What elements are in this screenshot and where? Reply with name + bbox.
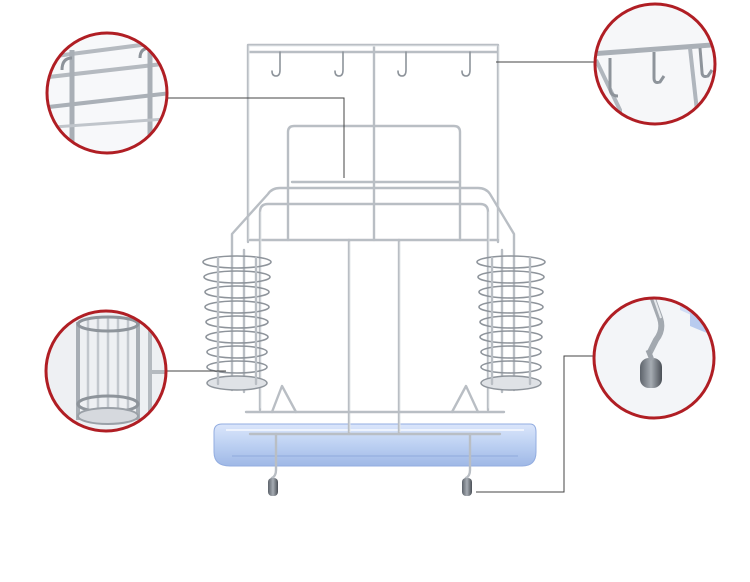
right-foot-cap (462, 478, 472, 496)
drip-tray (213, 423, 537, 467)
top-left-callout (45, 31, 169, 155)
mid-right-callout (592, 296, 716, 420)
left-foot-cap (268, 478, 278, 496)
rack-legs (268, 432, 472, 496)
left-utensil-cup (202, 248, 272, 394)
leader-lines (166, 61, 594, 493)
mid-left-callout (44, 309, 168, 433)
top-hooks (271, 51, 471, 77)
right-utensil-cup (476, 248, 546, 394)
board-holder-frame (230, 124, 516, 436)
back-frame (246, 43, 500, 244)
dish-rack (202, 43, 546, 496)
top-right-callout (593, 2, 717, 126)
